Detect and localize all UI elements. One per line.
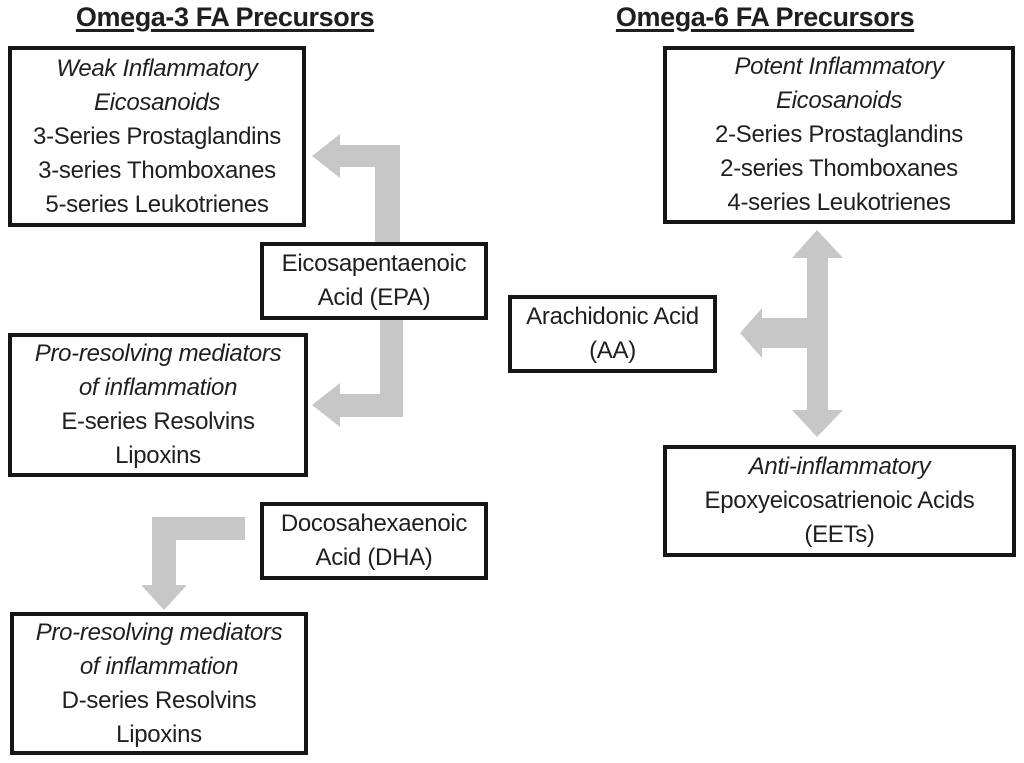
box-line: Epoxyeicosatrienoic Acids <box>704 487 975 514</box>
box-weak-eicosanoids: Weak Inflammatory Eicosanoids 3-Series P… <box>8 46 306 227</box>
box-line: Anti-inflammatory <box>748 453 931 480</box>
box-eets: Anti-inflammatory Epoxyeicosatrienoic Ac… <box>663 445 1016 557</box>
box-line: 2-series Thomboxanes <box>720 155 958 182</box>
arrow-potent-eets-double-arrow <box>792 230 843 437</box>
box-line: D-series Resolvins <box>61 686 257 714</box>
arrow-branch-to-aa <box>740 308 807 358</box>
box-line: 5-series Leukotrienes <box>45 190 269 218</box>
box-line: Weak Inflammatory <box>56 54 258 82</box>
box-line: Eicosapentaenoic <box>281 250 467 277</box>
box-dha: Docosahexaenoic Acid (DHA) <box>260 502 488 580</box>
omega6-column-title: Omega-6 FA Precursors <box>570 0 960 34</box>
box-line: Potent Inflammatory <box>734 53 944 80</box>
box-proresolving-d: Pro-resolving mediators of inflammation … <box>10 612 308 755</box>
box-line: Lipoxins <box>116 720 202 748</box>
box-line: 4-series Leukotrienes <box>727 189 951 216</box>
arrow-epa-to-weak-eicosanoids <box>312 134 400 242</box>
omega6-title-text: Omega-6 FA Precursors <box>615 2 915 32</box>
box-epa: Eicosapentaenoic Acid (EPA) <box>260 242 488 320</box>
box-line: Pro-resolving mediators <box>35 618 283 646</box>
box-line: of inflammation <box>78 374 238 401</box>
box-line: Acid (DHA) <box>315 544 433 571</box>
box-line: (AA) <box>589 337 636 364</box>
box-line: Arachidonic Acid <box>526 303 699 330</box>
box-line: Acid (EPA) <box>317 284 431 311</box>
box-line: Pro-resolving mediators <box>34 340 282 367</box>
box-line: 3-series Thomboxanes <box>38 156 276 184</box>
box-line: Eicosanoids <box>93 88 221 116</box>
box-line: 3-Series Prostaglandins <box>33 122 281 150</box>
omega3-column-title: Omega-3 FA Precursors <box>30 0 420 34</box>
box-line: (EETs) <box>804 521 875 548</box>
omega3-title-text: Omega-3 FA Precursors <box>75 2 375 32</box>
box-line: Eicosanoids <box>775 87 903 114</box>
box-proresolving-e: Pro-resolving mediators of inflammation … <box>8 333 308 477</box>
box-potent-eicosanoids: Potent Inflammatory Eicosanoids 2-Series… <box>663 46 1015 224</box>
box-aa: Arachidonic Acid (AA) <box>508 295 717 373</box>
box-line: E-series Resolvins <box>61 408 255 435</box>
arrow-dha-to-proresolving-d <box>141 517 245 610</box>
box-line: Lipoxins <box>115 442 201 469</box>
box-line: of inflammation <box>79 652 239 680</box>
arrow-epa-to-proresolving-e <box>312 320 403 427</box>
box-line: 2-Series Prostaglandins <box>715 121 963 148</box>
box-line: Docosahexaenoic <box>280 510 468 537</box>
